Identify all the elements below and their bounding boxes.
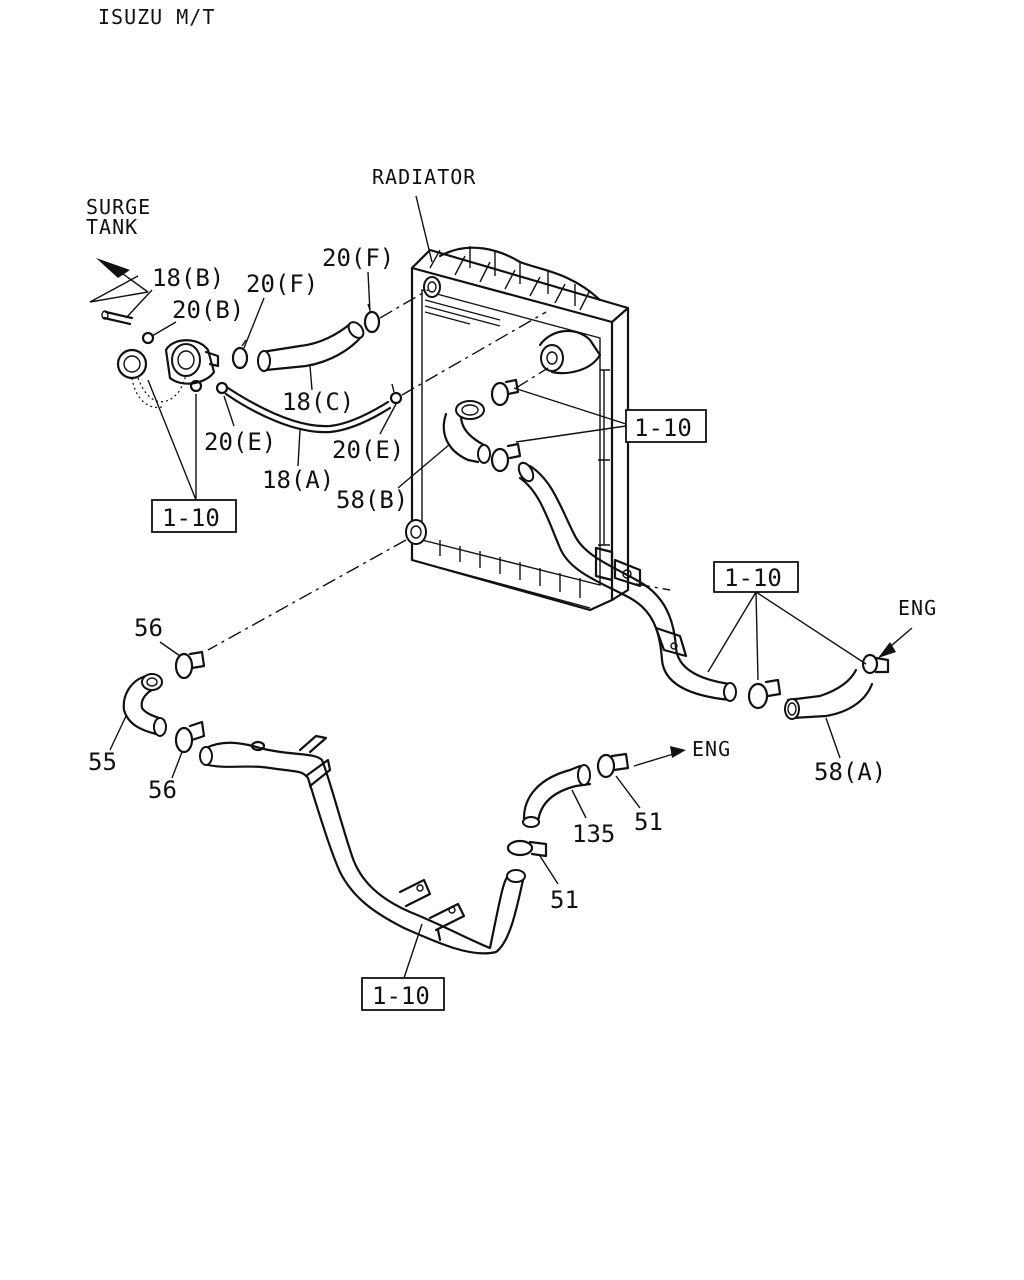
surge-tank-label-line1: SURGE [86, 195, 151, 219]
clamp-20f-left [231, 339, 249, 370]
hose-58b [442, 400, 491, 464]
hose-18c [257, 321, 365, 372]
ref-box-bottom: 1-10 [361, 923, 445, 1011]
pipe-lower-long [199, 734, 526, 955]
clip-20e-left [215, 381, 229, 395]
callout-18a: 18(A) [262, 466, 334, 494]
ref-box-bottom-label: 1-10 [372, 982, 430, 1010]
ref-box-right-top: 1-10 [513, 387, 707, 443]
ref-box-left: 1-10 [147, 379, 237, 533]
radiator-cap-and-filler-neck [116, 339, 220, 408]
clamp-58b-upper [490, 378, 520, 407]
hose-135 [522, 764, 592, 828]
radiator-label: RADIATOR [372, 165, 476, 189]
radiator-leader [415, 195, 433, 263]
callout-51-right: 51 [634, 808, 663, 836]
radiator-assembly [405, 246, 642, 612]
clamp-58a-left [747, 678, 782, 710]
eng-arrow-top [878, 627, 913, 658]
hose-55 [122, 673, 167, 737]
callout-20f-left: 20(F) [246, 270, 318, 298]
callout-51-lower: 51 [550, 886, 579, 914]
ref-box-right-top-label: 1-10 [634, 414, 692, 442]
ref-box-left-label: 1-10 [162, 504, 220, 532]
clamp-56-upper [174, 650, 206, 680]
callout-18c: 18(C) [282, 388, 354, 416]
diagram-header-title: ISUZU M/T [98, 5, 215, 29]
surge-tank-label-line2: TANK [86, 215, 138, 239]
clip-20e-right [389, 383, 403, 405]
hose-58a [784, 668, 874, 720]
hose-18a [224, 386, 392, 434]
callout-56-bottom: 56 [148, 776, 177, 804]
ref-box-right-mid: 1-10 [707, 561, 867, 681]
callout-18b: 18(B) [152, 264, 224, 292]
callout-58b: 58(B) [336, 486, 408, 514]
ref-box-right-mid-label: 1-10 [724, 564, 782, 592]
callout-56-top: 56 [134, 614, 163, 642]
eng-label-top: ENG [898, 596, 937, 620]
eng-label-mid: ENG [692, 737, 731, 761]
callout-58a: 58(A) [814, 758, 886, 786]
clamp-51-right [596, 752, 630, 779]
clamp-20f-right [363, 303, 381, 334]
hose-18b [101, 310, 134, 326]
callout-20f-right: 20(F) [322, 244, 394, 272]
clip-20b [141, 331, 155, 345]
clamp-56-lower [174, 720, 206, 754]
callout-20e-right: 20(E) [332, 436, 404, 464]
callout-135: 135 [572, 820, 615, 848]
clamp-51-lower [506, 839, 548, 858]
callout-20b: 20(B) [172, 296, 244, 324]
clamp-58a-right [861, 653, 890, 675]
pipe-right-lower [517, 461, 737, 702]
callout-20e-left: 20(E) [204, 428, 276, 456]
callout-55: 55 [88, 748, 117, 776]
surge-tank-arrow [89, 258, 149, 303]
clamp-58b-lower [490, 442, 522, 473]
eng-arrow-mid [633, 746, 686, 767]
